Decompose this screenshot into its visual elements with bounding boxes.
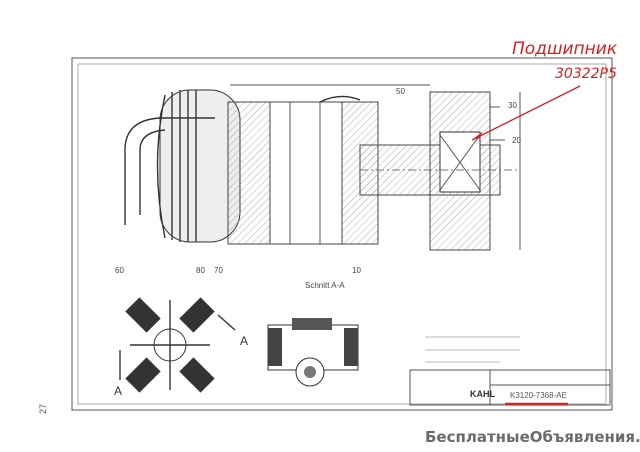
part-label-50: 50 (396, 87, 405, 96)
roller-wheel (124, 89, 241, 243)
top-view-left (125, 297, 215, 393)
part-label-60: 60 (115, 266, 124, 275)
hub-bore (269, 101, 343, 245)
part-label-70: 70 (214, 266, 223, 275)
annotation-arrow (471, 85, 581, 141)
page-number: 27 (38, 404, 48, 414)
view-marker-left: A (114, 384, 122, 398)
part-label-20: 20 (512, 136, 521, 145)
company-logo: KAHL (470, 389, 495, 399)
sheet-border (71, 57, 613, 411)
drawing-number: K3120-7368-AE (510, 391, 567, 400)
part-label-30: 30 (508, 101, 517, 110)
view-marker-right: A (240, 334, 248, 348)
part-label-80: 80 (196, 266, 205, 275)
section-label: Schnitt A-A (305, 281, 345, 290)
annotation-bearing-title: Подшипник (512, 39, 618, 59)
sheet-inner-border (77, 63, 607, 405)
watermark: БесплатныеОбъявления.рф (425, 428, 640, 446)
side-view (267, 318, 359, 387)
part-label-10: 10 (352, 266, 361, 275)
annotation-bearing-number: 30322Р5 (555, 66, 617, 82)
